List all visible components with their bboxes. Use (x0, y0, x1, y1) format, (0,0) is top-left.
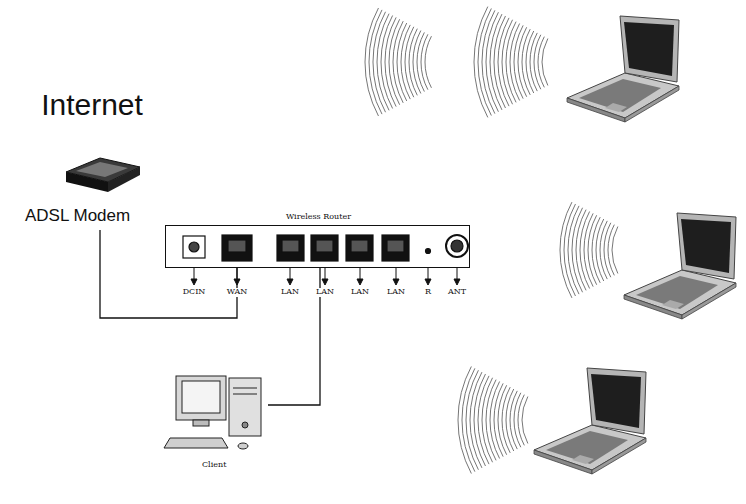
router-panel: Wireless Router (165, 225, 470, 268)
laptop-icon (624, 213, 736, 319)
router-ports (183, 235, 468, 261)
port-label: WAN (226, 288, 249, 297)
port-label: LAN (350, 288, 370, 297)
node-label: ADSL Modem (25, 206, 130, 226)
node-label: Client (202, 460, 226, 469)
laptop-icon (534, 368, 646, 474)
adsl-modem-icon (66, 158, 140, 192)
modem-node: ADSL Modem (8, 150, 148, 230)
node-label: Wireless Router (286, 212, 351, 221)
port-pointers (191, 268, 460, 285)
laptop-icon (567, 16, 679, 122)
port-label: R (424, 288, 432, 297)
client-pc-icon (164, 376, 261, 449)
network-cable (268, 268, 320, 405)
wireless-waves (365, 7, 618, 474)
port-label: ANT (447, 288, 467, 297)
network-label: Internet (40, 88, 144, 121)
port-label: LAN (386, 288, 406, 297)
client-node: Client (160, 362, 268, 470)
port-label: DCIN (182, 288, 207, 297)
port-label: LAN (280, 288, 300, 297)
network-cable (100, 230, 237, 318)
port-label: LAN (315, 288, 335, 297)
